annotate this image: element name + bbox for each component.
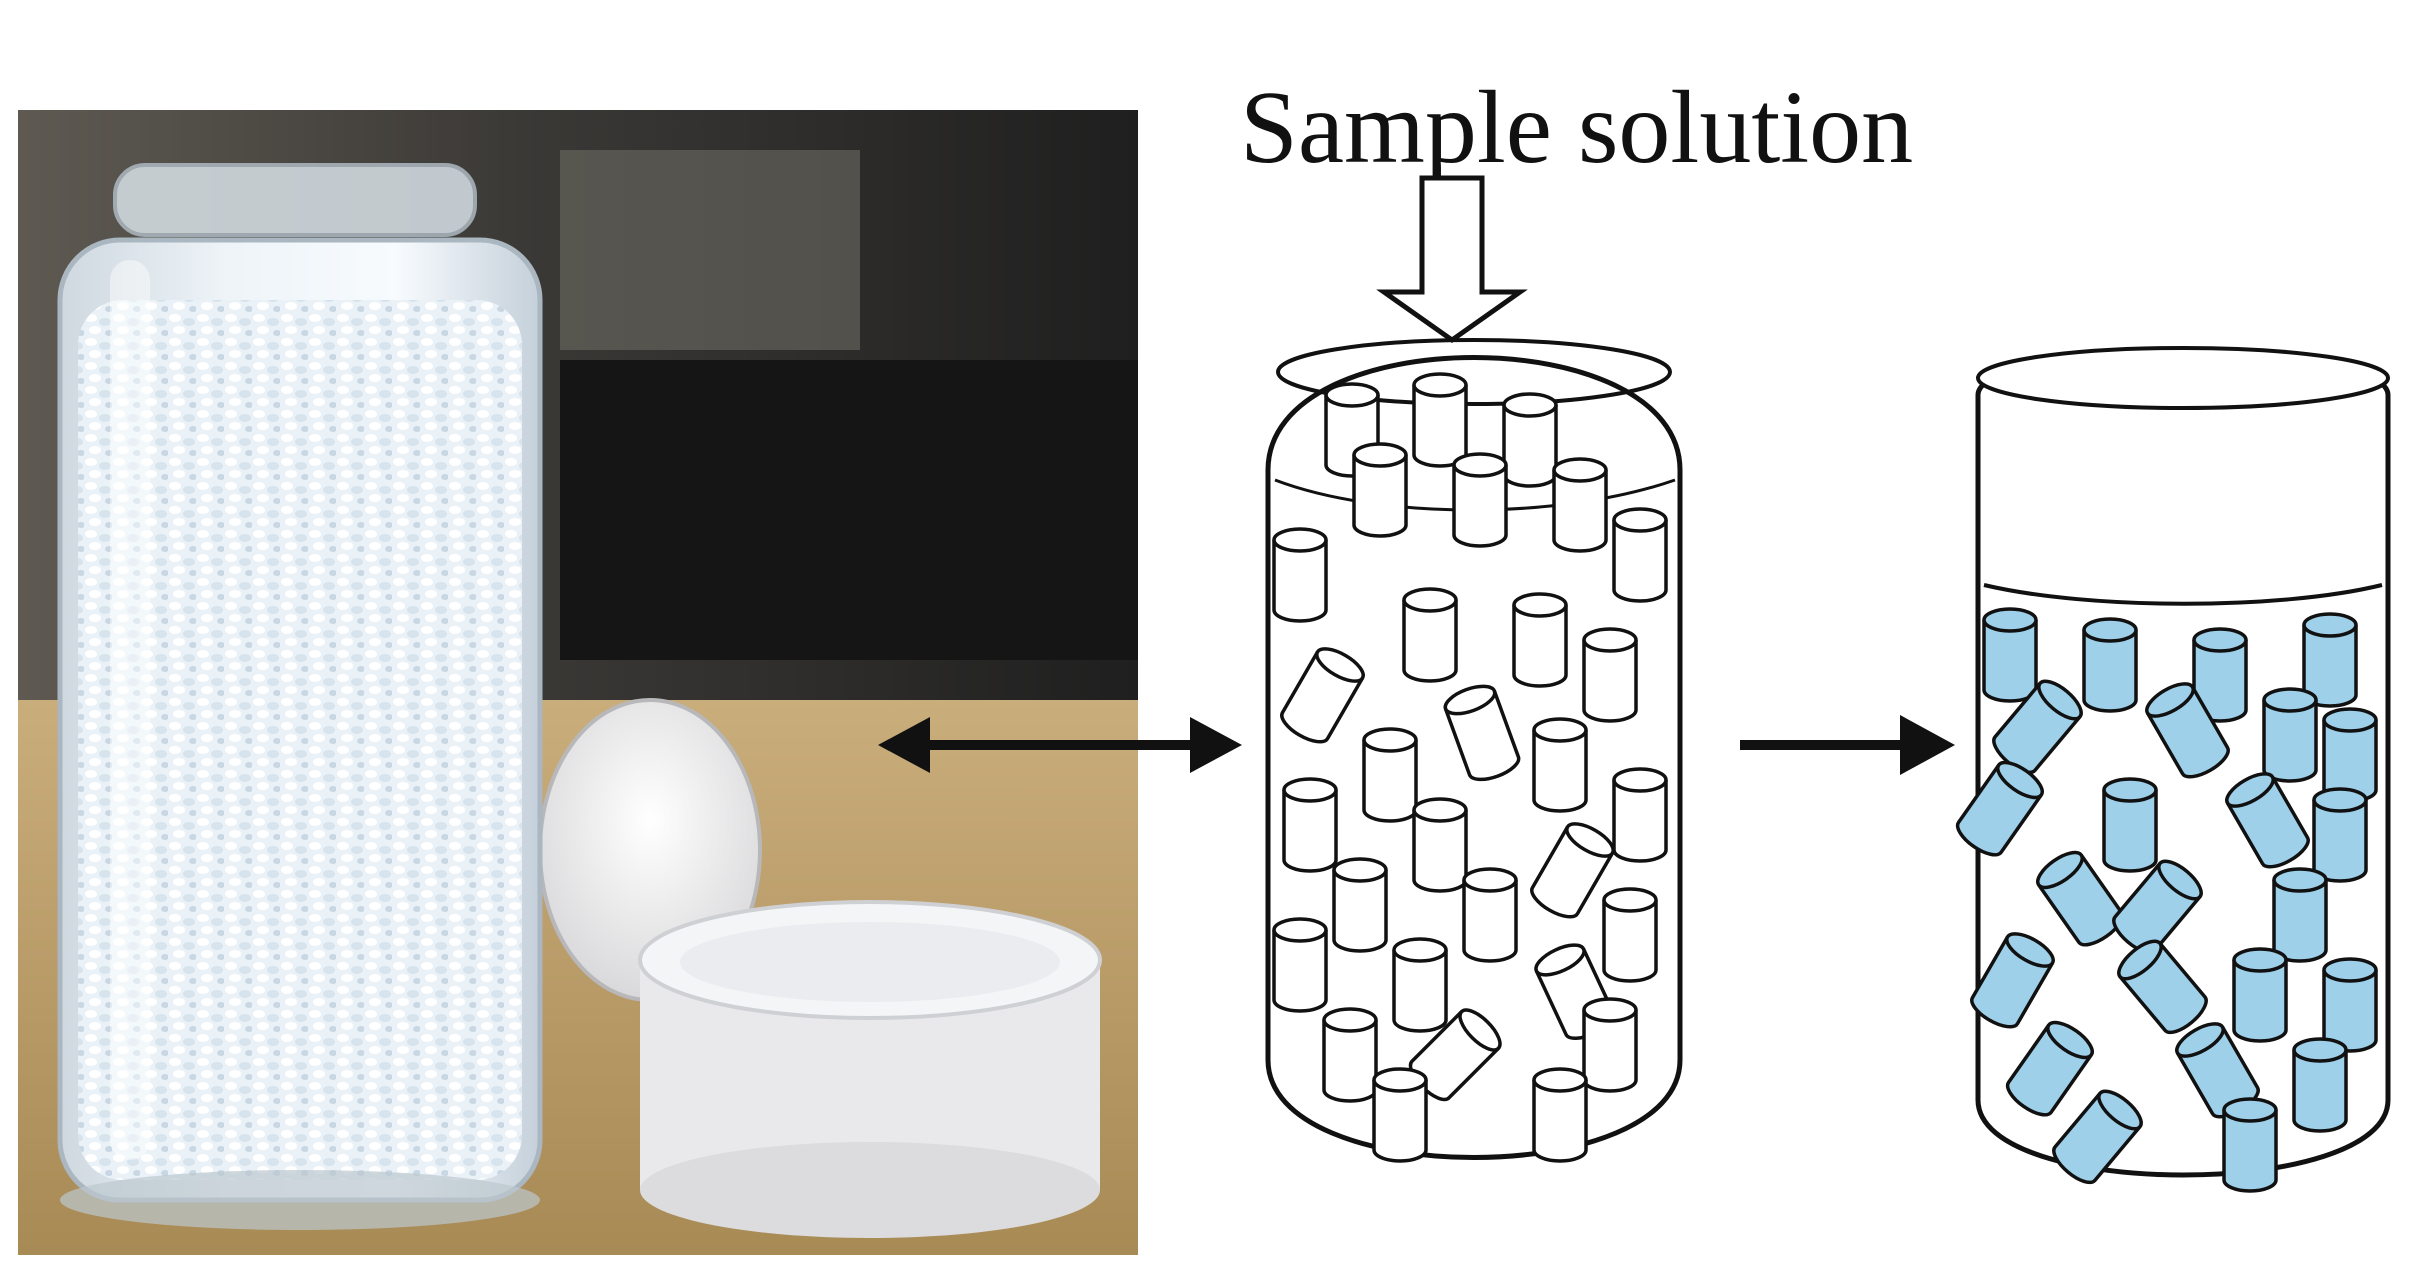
photo-jar-with-pellets — [18, 110, 1138, 1255]
pellet-cylinder — [1412, 372, 1468, 468]
pellet-cylinder — [1443, 684, 1521, 782]
pellet-cylinder — [2225, 772, 2310, 869]
photo-lab-shelf — [560, 360, 1138, 660]
pellet-cylinder — [2102, 777, 2158, 873]
pellet-cylinder — [2322, 957, 2378, 1053]
pellet-cylinder — [1352, 442, 1408, 538]
pellet-cylinder — [1502, 392, 1558, 488]
pellet-cylinder — [2082, 617, 2138, 713]
pellet-cylinder — [1512, 592, 1568, 688]
pellet-cylinder — [2005, 1020, 2094, 1117]
pellet-cylinder — [1372, 1067, 1428, 1163]
pellet-cylinder — [2322, 707, 2378, 803]
pellet-cylinder — [1322, 1007, 1378, 1103]
pellet-cylinder — [1532, 1067, 1588, 1163]
pellet-cylinder — [1982, 607, 2038, 703]
sample-solution-label: Sample solution — [1240, 70, 1913, 185]
pellet-cylinder — [1582, 997, 1638, 1093]
column-empty-pellets — [1265, 338, 1683, 1163]
pellet-cylinder — [1392, 937, 1448, 1033]
pellet-cylinder — [1612, 507, 1668, 603]
pellet-cylinder — [1412, 797, 1468, 893]
pellet-cylinder — [2262, 687, 2318, 783]
photo-cap-lid — [638, 900, 1102, 1238]
pellet-cylinder — [1452, 452, 1508, 548]
pellet-cylinder — [1462, 867, 1518, 963]
pellet-cylinder — [1530, 822, 1615, 919]
pellet-cylinder — [2052, 1089, 2143, 1185]
pellet-cylinder — [1955, 760, 2044, 857]
pellet-cylinder — [1602, 887, 1658, 983]
column-filled-liquid-line — [1983, 583, 2383, 606]
pellet-cylinder — [1332, 857, 1388, 953]
pellet-cylinder — [2272, 867, 2328, 963]
pellet-cylinder — [1272, 917, 1328, 1013]
column-filled-pellets — [1955, 346, 2391, 1193]
pellet-cylinder — [2222, 1097, 2278, 1193]
pellet-cylinder — [1612, 767, 1668, 863]
pellet-cylinder — [1402, 587, 1458, 683]
process-arrow — [1740, 715, 1955, 775]
pellet-cylinder — [2112, 859, 2203, 955]
pellet-cylinder — [2145, 682, 2230, 779]
photo-glass-jar — [57, 163, 543, 1230]
pellet-cylinder — [2292, 1037, 2348, 1133]
pellet-cylinder — [1280, 647, 1365, 744]
pellet-cylinder — [1582, 627, 1638, 723]
pellet-cylinder — [2036, 850, 2125, 947]
photo-shelf-highlight — [560, 150, 860, 350]
pellet-cylinder — [1282, 777, 1338, 873]
pellet-cylinder — [1532, 717, 1588, 813]
photo-pellets — [78, 300, 522, 1180]
pellet-cylinder — [2312, 787, 2368, 883]
sample-input-arrow — [1376, 175, 1528, 344]
pellet-cylinder — [1362, 727, 1418, 823]
pellet-cylinder — [2232, 947, 2288, 1043]
column-empty-top — [1276, 338, 1672, 406]
column-filled-pellet-group — [1955, 607, 2378, 1193]
pellet-cylinder — [1970, 932, 2055, 1029]
column-filled-top — [1976, 346, 2390, 410]
pellet-cylinder — [2117, 939, 2208, 1035]
double-headed-arrow — [878, 717, 1242, 773]
column-empty-pellet-group — [1272, 372, 1668, 1163]
pellet-cylinder — [1552, 457, 1608, 553]
pellet-cylinder — [1272, 527, 1328, 623]
